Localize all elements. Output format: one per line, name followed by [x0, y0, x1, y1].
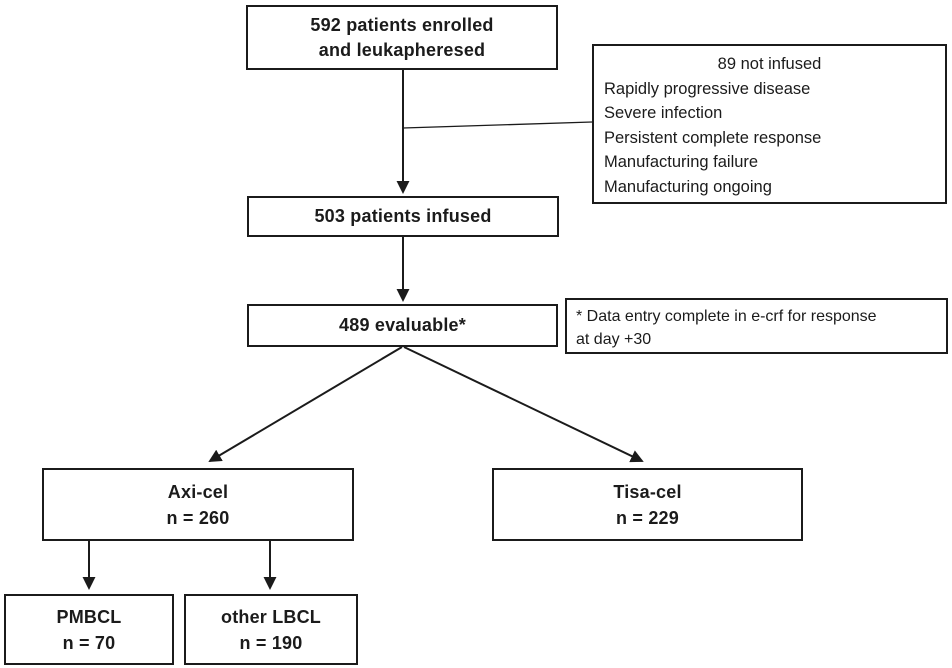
not-infused-reason: Manufacturing failure: [604, 153, 759, 171]
not-infused-reason: Persistent complete response: [604, 128, 822, 147]
pmbcl-name: PMBCL: [56, 606, 122, 627]
not-infused-reason: Rapidly progressive disease: [604, 79, 811, 98]
tisa-cel-name: Tisa-cel: [613, 481, 682, 502]
footnote-line1: * Data entry complete in e-crf for respo…: [576, 308, 877, 325]
other-lbcl-count: n = 190: [239, 632, 303, 653]
footnote-line2: at day +30: [576, 331, 652, 348]
box-other-lbcl: other LBCL n = 190: [184, 594, 358, 665]
not-infused-reason: Severe infection: [604, 104, 723, 122]
infused-label: 503 patients infused: [314, 206, 492, 226]
pmbcl-count: n = 70: [62, 632, 116, 653]
axi-cel-name: Axi-cel: [167, 481, 229, 502]
enrolled-line2: and leukapheresed: [318, 39, 486, 60]
box-enrolled: 592 patients enrolled and leukapheresed: [246, 5, 558, 70]
arrow-evaluable-to-axicel: [208, 346, 403, 462]
not-infused-reason: Manufacturing ongoing: [604, 177, 772, 196]
box-evaluable: 489 evaluable*: [247, 304, 558, 347]
evaluable-label: 489 evaluable*: [339, 315, 466, 335]
box-pmbcl: PMBCL n = 70: [4, 594, 174, 665]
axi-cel-count: n = 260: [166, 507, 230, 528]
not-infused-title: 89 not infused: [717, 55, 822, 73]
box-axi-cel: Axi-cel n = 260: [42, 468, 354, 541]
tisa-cel-count: n = 229: [616, 507, 679, 528]
arrow-evaluable-to-tisacel: [403, 346, 644, 463]
box-tisa-cel: Tisa-cel n = 229: [492, 468, 803, 541]
box-infused: 503 patients infused: [247, 196, 559, 237]
enrolled-line1: 592 patients enrolled: [310, 14, 494, 35]
box-footnote: * Data entry complete in e-crf for respo…: [565, 298, 948, 354]
line-branch-to-not-infused: [402, 121, 593, 129]
other-lbcl-name: other LBCL: [221, 606, 321, 627]
box-not-infused: 89 not infused Rapidly progressive disea…: [592, 44, 947, 204]
